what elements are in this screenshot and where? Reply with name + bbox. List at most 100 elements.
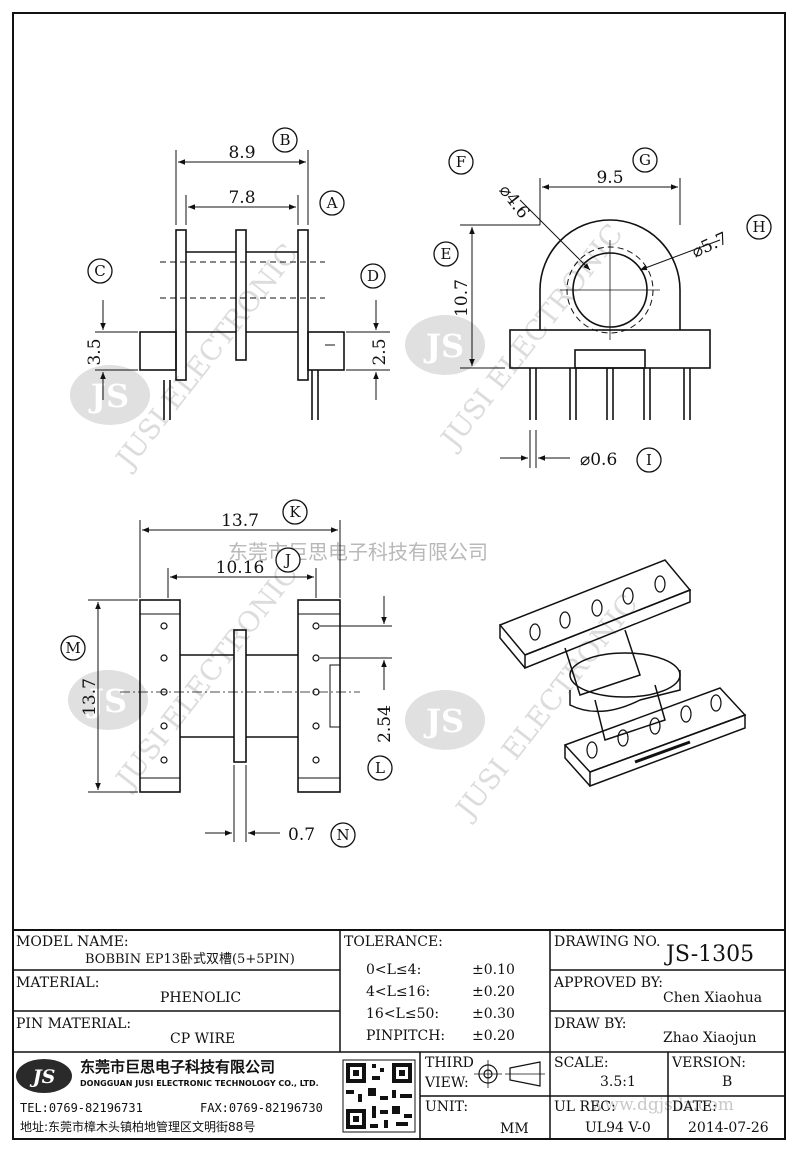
svg-text:H: H — [752, 218, 765, 236]
callout-m: M — [60, 635, 86, 661]
svg-text:JS: JS — [423, 702, 464, 740]
draw-by-value: Zhao Xiaojun — [663, 1030, 757, 1046]
svg-text:E: E — [441, 245, 452, 263]
qr-code — [342, 1059, 416, 1133]
third-view-label-1: THIRD — [425, 1055, 474, 1071]
dim-n: 0.7 — [288, 825, 315, 845]
watermark-url: www.dgjsdz.com — [590, 1095, 734, 1115]
drawing-no-label: DRAWING NO. — [554, 934, 661, 950]
drawing-frame — [12, 12, 786, 1140]
version-label: VERSION: — [672, 1055, 746, 1071]
front-view — [95, 150, 390, 420]
approved-by-value: Chen Xiaohua — [663, 990, 763, 1006]
callout-h: H — [746, 214, 772, 240]
dim-m: 13.7 — [80, 678, 100, 716]
tolerance-range: 4<L≤16: — [366, 984, 431, 1000]
top-view-labels: 13.7 10.16 13.7 2.54 0.7 — [80, 511, 395, 845]
svg-text:D: D — [367, 267, 379, 285]
callout-b: B — [272, 127, 298, 153]
svg-text:F: F — [456, 153, 466, 171]
top-view — [88, 520, 392, 842]
dim-h: ⌀5.7 — [689, 229, 731, 263]
svg-text:N: N — [336, 826, 349, 844]
callouts: B A C D F G H E I K J M L N — [60, 127, 772, 848]
svg-text:C: C — [94, 262, 105, 280]
ul-rec-value: UL94 V-0 — [585, 1120, 651, 1136]
tolerance-range: PINPITCH: — [366, 1028, 446, 1044]
callout-n: N — [330, 822, 356, 848]
title-block-grid — [12, 929, 786, 1140]
side-view — [460, 178, 721, 468]
dim-d: 2.5 — [370, 338, 390, 365]
unit-value: MM — [500, 1121, 529, 1137]
company-fax: FAX:0769-82196730 — [200, 1101, 323, 1115]
svg-text:A: A — [326, 194, 338, 212]
version-value: B — [722, 1074, 733, 1090]
ul-rec-label: UL REC: — [554, 1099, 616, 1115]
dim-a: 7.8 — [228, 188, 255, 208]
dim-j: 10.16 — [216, 558, 265, 578]
watermark-logo-3: JS — [68, 670, 148, 730]
svg-text:JS: JS — [86, 682, 127, 720]
dim-e: 10.7 — [452, 279, 472, 317]
svg-text:M: M — [65, 639, 80, 657]
watermark-logo-4: JS — [405, 690, 485, 750]
dim-b: 8.9 — [228, 143, 255, 163]
svg-text:L: L — [375, 759, 385, 777]
svg-text:K: K — [289, 503, 301, 521]
pin-material-value: CP WIRE — [170, 1031, 236, 1047]
svg-text:B: B — [279, 131, 290, 149]
svg-text:I: I — [646, 451, 652, 469]
callout-c: C — [87, 258, 113, 284]
callout-f: F — [448, 149, 474, 175]
svg-text:JS: JS — [30, 1066, 56, 1088]
model-name-value: BOBBIN EP13卧式双槽(5+5PIN) — [85, 952, 295, 967]
tolerance-range: 16<L≤50: — [366, 1006, 440, 1022]
tolerance-value: ±0.20 — [472, 1028, 515, 1044]
callout-d: D — [360, 263, 386, 289]
company-logo: JS — [16, 1059, 72, 1093]
company-name-cn: 东莞市巨思电子科技有限公司 — [80, 1058, 276, 1076]
company-tel: TEL:0769-82196731 — [20, 1101, 143, 1115]
draw-by-label: DRAW BY: — [554, 1016, 627, 1032]
side-view-labels: 9.5 ⌀4.6 ⌀5.7 10.7 ⌀0.6 — [452, 168, 731, 470]
watermark-logo-1: JS — [70, 365, 150, 425]
date-value: 2014-07-26 — [688, 1120, 769, 1136]
company-address: 地址:东莞市樟木头镇柏地管理区文明街88号 — [20, 1120, 256, 1134]
third-angle-projection-icon — [474, 1060, 545, 1088]
material-value: PHENOLIC — [160, 990, 242, 1006]
callout-l: L — [367, 755, 393, 781]
svg-text:JS: JS — [423, 327, 464, 365]
pin-material-label: PIN MATERIAL: — [16, 1016, 132, 1032]
dim-g: 9.5 — [596, 168, 623, 188]
third-view-label-2: VIEW: — [425, 1075, 469, 1091]
model-name-label: MODEL NAME: — [16, 934, 129, 950]
watermark-logo-2: JS — [405, 315, 485, 375]
dim-f: ⌀4.6 — [495, 181, 534, 223]
dim-c: 3.5 — [85, 338, 105, 365]
watermark-company: 东莞市巨思电子科技有限公司 — [228, 540, 488, 564]
callout-a: A — [319, 190, 345, 216]
dim-i: ⌀0.6 — [580, 450, 617, 470]
svg-text:JS: JS — [88, 377, 129, 415]
svg-text:J: J — [283, 551, 291, 569]
approved-by-label: APPROVED BY: — [554, 975, 663, 991]
callout-k: K — [282, 499, 308, 525]
tolerance-value: ±0.30 — [472, 1006, 515, 1022]
scale-label: SCALE: — [554, 1055, 609, 1071]
callout-i: I — [636, 447, 662, 473]
drawing-no-value: JS-1305 — [666, 942, 755, 967]
tolerance-value: ±0.20 — [472, 984, 515, 1000]
company-name-en: DONGGUAN JUSI ELECTRONIC TECHNOLOGY CO.,… — [80, 1079, 319, 1088]
scale-value: 3.5:1 — [600, 1074, 636, 1090]
front-view-labels: 8.9 7.8 3.5 2.5 — [85, 143, 390, 366]
dim-l: 2.54 — [375, 705, 395, 743]
svg-text:G: G — [639, 151, 651, 169]
isometric-view — [498, 559, 747, 788]
dim-k: 13.7 — [221, 511, 259, 531]
material-label: MATERIAL: — [16, 975, 100, 991]
tolerance-range: 0<L≤4: — [366, 962, 422, 978]
unit-label: UNIT: — [425, 1099, 469, 1115]
date-label: DATE: — [672, 1099, 717, 1115]
